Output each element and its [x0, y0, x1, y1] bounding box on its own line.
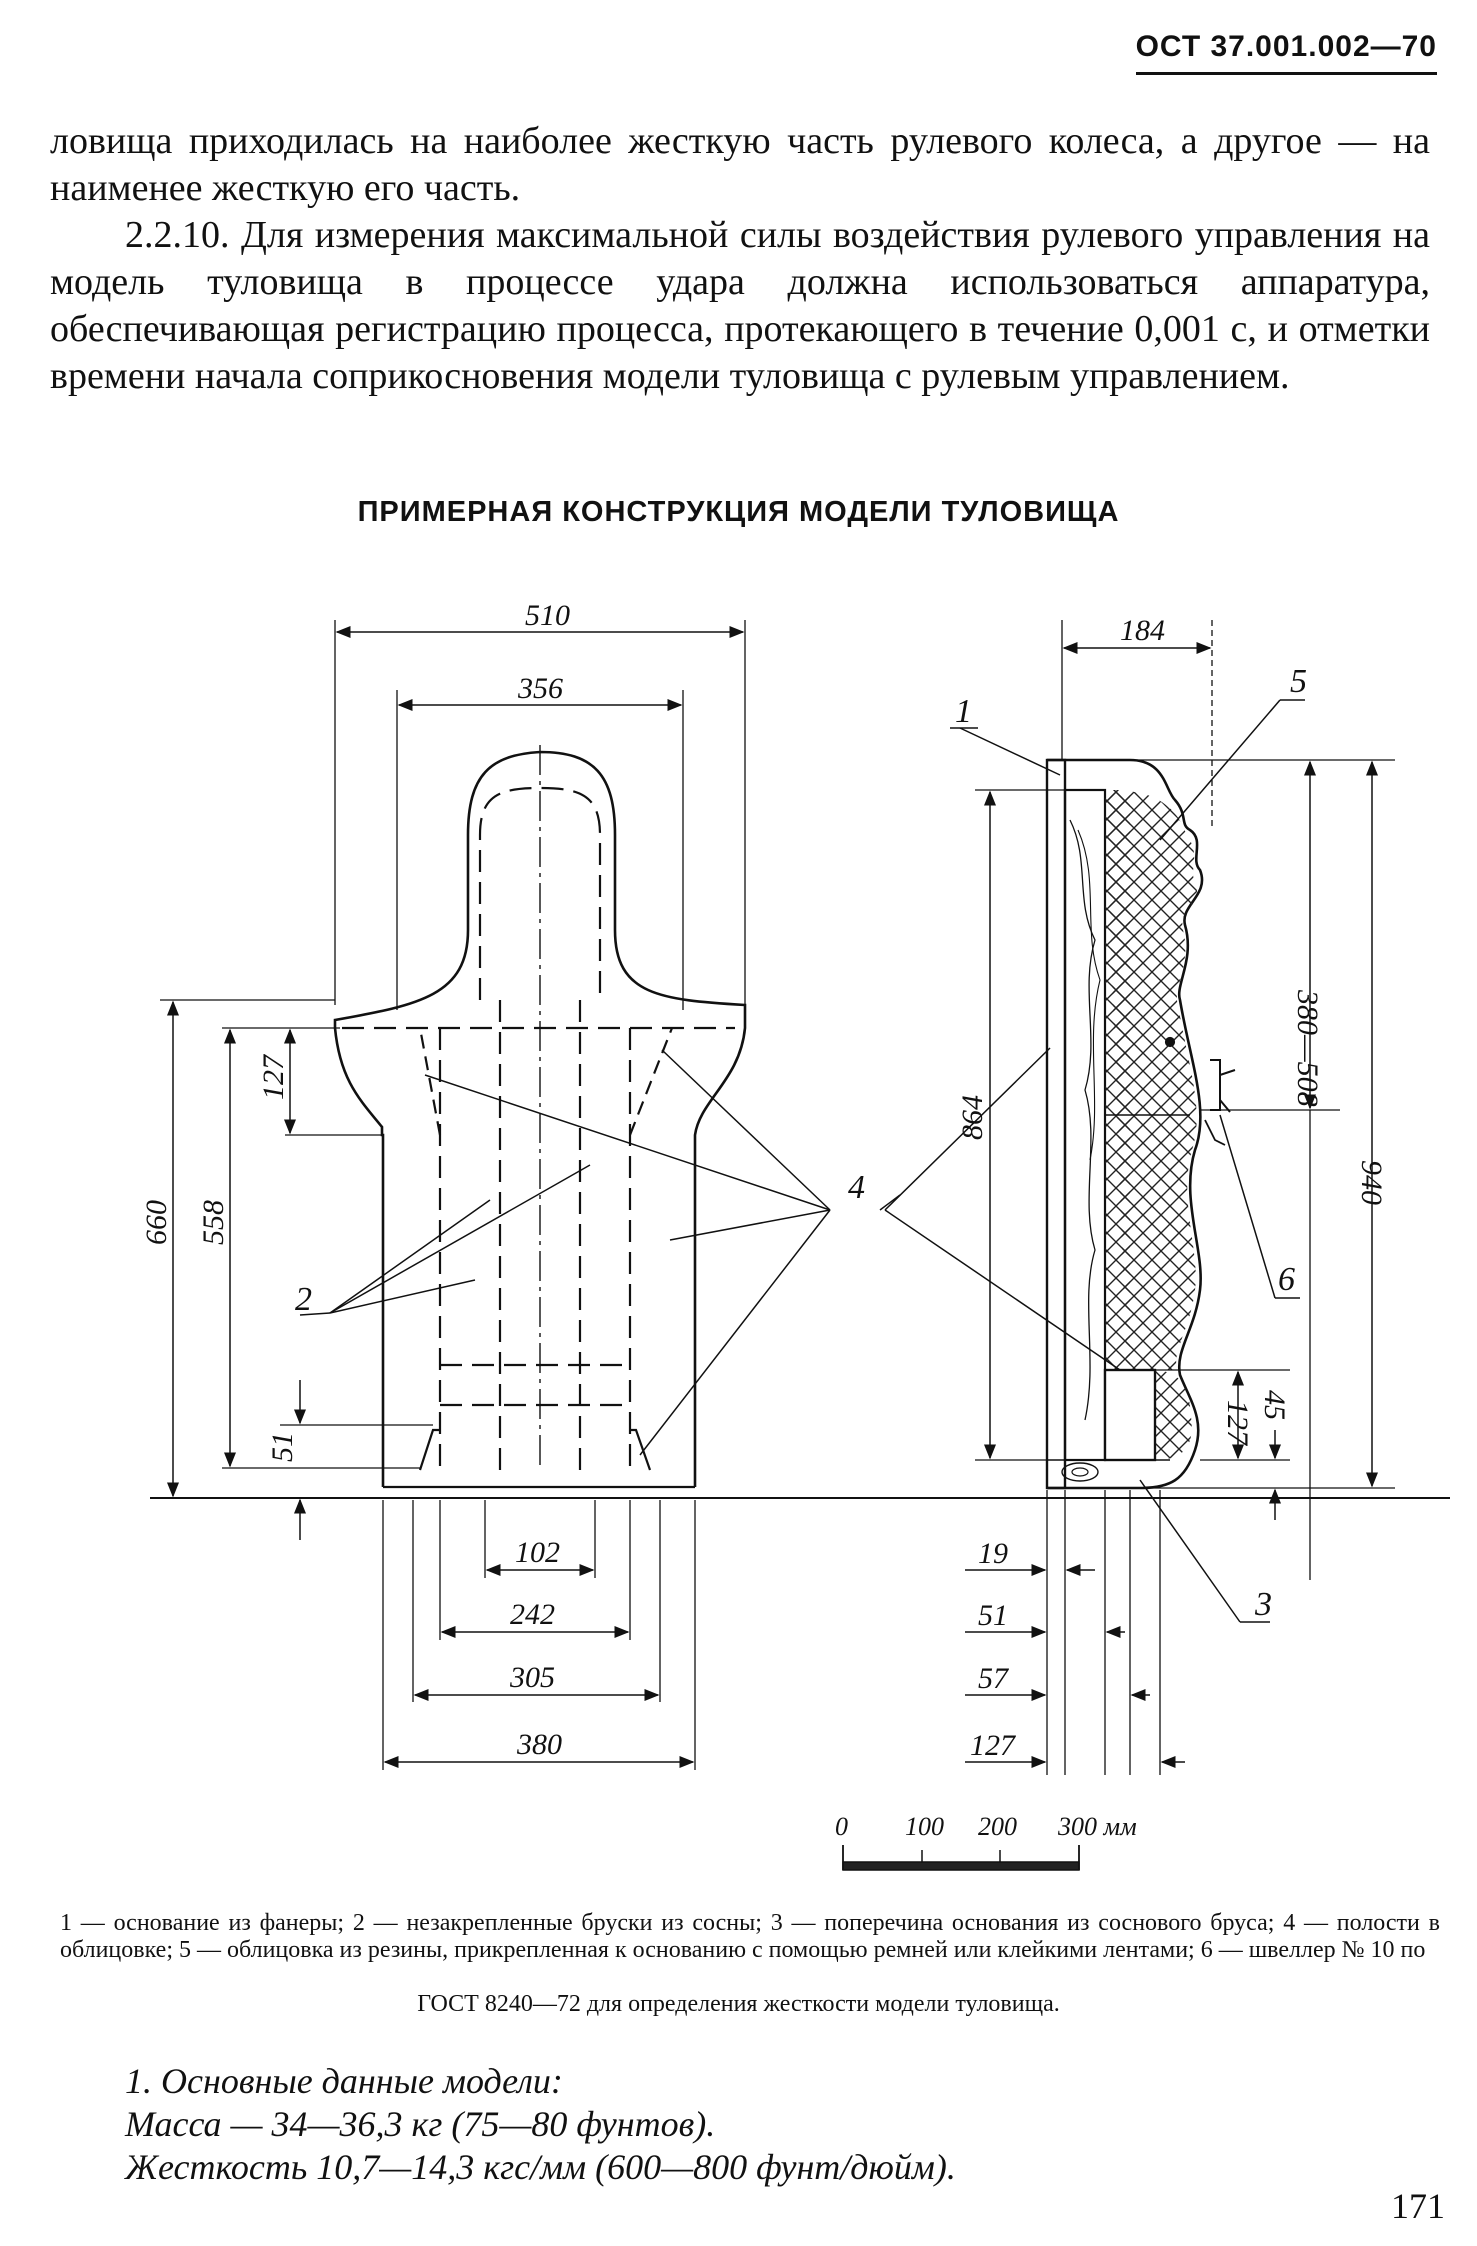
callout-1: 1 — [955, 693, 972, 730]
dim-19: 19 — [978, 1537, 1008, 1570]
callout-5: 5 — [1290, 663, 1307, 700]
dim-940: 940 — [1355, 1160, 1388, 1205]
dim-242: 242 — [510, 1598, 555, 1631]
dim-510: 510 — [525, 599, 570, 632]
scale-label-100: 100 — [905, 1812, 944, 1841]
dim-102: 102 — [515, 1536, 560, 1569]
dim-127-front: 127 — [257, 1053, 290, 1100]
scale-label-0: 0 — [835, 1812, 848, 1841]
scale-bar — [842, 1845, 1080, 1871]
plywood-base — [1045, 758, 1067, 1490]
callout-leaders — [424, 699, 1305, 1623]
figure-title: ПРИМЕРНАЯ КОНСТРУКЦИЯ МОДЕЛИ ТУЛОВИЩА — [357, 496, 1120, 528]
notes-heading: 1. Основные данные модели: — [125, 2061, 563, 2101]
dim-127-side: 127 — [1221, 1400, 1254, 1447]
channel-bar — [1210, 1059, 1236, 1113]
dim-51-front: 51 — [266, 1432, 299, 1462]
dim-380: 380 — [516, 1728, 562, 1761]
callout-4: 4 — [848, 1169, 865, 1206]
dim-380-508: 380—508 — [1291, 989, 1324, 1107]
paragraph-continuation: ловища приходилась на наиболее жесткую ч… — [50, 120, 1430, 209]
callout-2: 2 — [295, 1281, 312, 1318]
figure-caption: 1 — основание из фанеры; 2 — незакреплен… — [60, 1910, 1440, 1963]
dim-864: 864 — [956, 1095, 989, 1140]
dim-51-side: 51 — [978, 1599, 1008, 1632]
notes-stiffness: Жесткость 10,7—14,3 кгс/мм (600—800 фунт… — [125, 2147, 956, 2187]
page-number: 171 — [1391, 2186, 1445, 2226]
dim-45: 45 — [1258, 1390, 1291, 1420]
paragraph-2-2-10: 2.2.10. Для измерения максимальной силы … — [50, 214, 1430, 397]
callout-6: 6 — [1278, 1261, 1295, 1298]
rubber-facing — [1047, 758, 1204, 1490]
document-code: ОСТ 37.001.002—70 — [1135, 30, 1437, 75]
scale-label-300: 300 мм — [1057, 1812, 1137, 1841]
dim-660: 660 — [140, 1200, 173, 1245]
scale-label-200: 200 — [978, 1812, 1017, 1841]
dim-127-bottom: 127 — [970, 1729, 1017, 1762]
cross-beam — [1061, 1462, 1099, 1482]
figure-caption-last-line: ГОСТ 8240—72 для определения жесткости м… — [417, 1991, 1060, 2017]
notes-mass: Масса — 34—36,3 кг (75—80 фунтов). — [125, 2104, 716, 2144]
dim-356: 356 — [517, 672, 563, 705]
callout-3: 3 — [1254, 1586, 1272, 1623]
dim-305: 305 — [509, 1661, 555, 1694]
model-notes: 1. Основные данные модели: Масса — 34—36… — [125, 2060, 956, 2189]
dim-184: 184 — [1120, 614, 1165, 647]
dim-558: 558 — [197, 1200, 230, 1245]
side-view — [965, 620, 1395, 1775]
front-view — [150, 620, 1450, 1770]
dim-57: 57 — [978, 1662, 1010, 1695]
